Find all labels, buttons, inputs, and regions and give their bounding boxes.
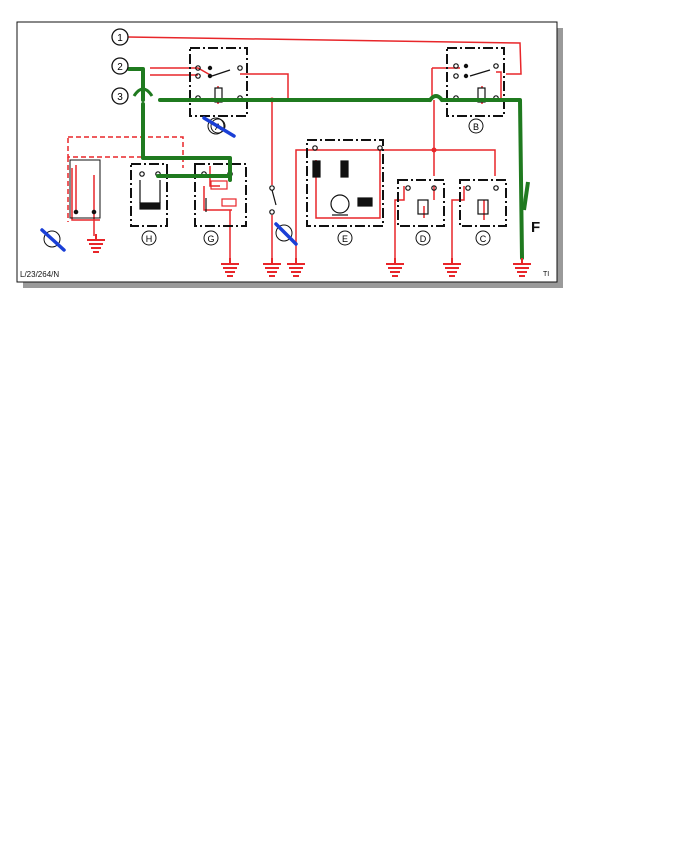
terminal-2: 2 (111, 57, 129, 75)
component-e-internals (312, 145, 383, 216)
label-c: C (475, 230, 491, 246)
switch-contact-icon (269, 185, 277, 215)
component-h-box (130, 163, 168, 227)
f-switch (522, 181, 530, 211)
corner-mark: TI (543, 271, 549, 278)
component-boxes (130, 47, 507, 227)
label-e: E (337, 230, 353, 246)
label-g: G (203, 230, 219, 246)
svg-text:G: G (207, 234, 214, 244)
svg-text:3: 3 (117, 92, 123, 103)
svg-text:D: D (420, 234, 427, 244)
reference-code: L/23/264/N (20, 270, 59, 279)
relay-a-box (189, 47, 248, 117)
label-d: D (415, 230, 431, 246)
terminal-3: 3 (111, 87, 129, 105)
component-c-internals (465, 185, 499, 215)
svg-text:B: B (473, 122, 479, 132)
component-g-box (194, 163, 247, 227)
label-f: F (531, 219, 540, 236)
relay-b-internals (453, 63, 499, 103)
component-d-internals (405, 185, 437, 215)
label-h: H (141, 230, 157, 246)
terminal-1: 1 (111, 28, 129, 46)
component-c-box (459, 179, 507, 227)
wiring-diagram: 1 2 3 A B H G E D C F L/23/264/N TI (0, 0, 680, 300)
lamp-a (207, 117, 225, 135)
green-wiring (127, 67, 524, 260)
svg-text:1: 1 (117, 33, 123, 44)
red-wiring (67, 36, 522, 258)
svg-text:H: H (146, 234, 153, 244)
component-d-box (397, 179, 445, 227)
relay-b-box (446, 47, 505, 117)
component-e-box (306, 139, 384, 227)
blue-slash-marker-icon (40, 116, 298, 252)
green-loop (132, 87, 154, 97)
svg-text:C: C (480, 234, 487, 244)
dashed-switch (69, 159, 101, 219)
svg-text:E: E (342, 234, 348, 244)
motor-icon (330, 194, 350, 214)
component-h-internals (139, 171, 161, 210)
label-b: B (468, 118, 484, 134)
svg-text:2: 2 (117, 62, 123, 73)
